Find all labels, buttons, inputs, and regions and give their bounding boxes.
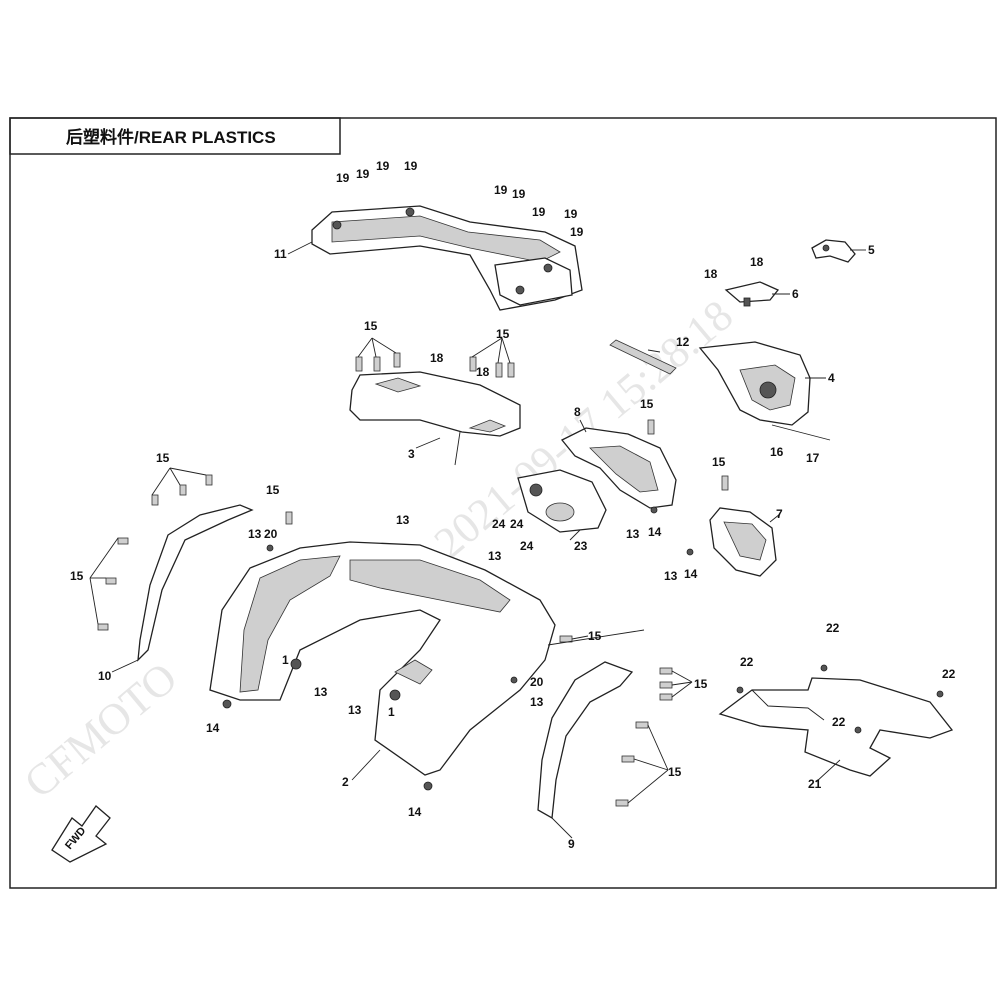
callout-15: 15 (588, 629, 602, 643)
part-strip (609, 339, 677, 375)
callout-15: 15 (694, 677, 708, 691)
callout-19: 19 (336, 171, 350, 185)
callout-19: 19 (356, 167, 370, 181)
callout-13: 13 (530, 695, 544, 709)
callout-5: 5 (868, 243, 875, 257)
callout-18: 18 (750, 255, 764, 269)
callout-15: 15 (266, 483, 280, 497)
part-tail-panel (698, 341, 831, 441)
diagram-border (9, 117, 997, 889)
callout-22: 22 (942, 667, 956, 681)
part-bracket-6 (724, 281, 780, 307)
part-cover-23 (517, 469, 607, 533)
callout-4: 4 (828, 371, 835, 385)
callout-18: 18 (704, 267, 718, 281)
callout-19: 19 (532, 205, 546, 219)
callout-3: 3 (408, 447, 415, 461)
callout-18: 18 (430, 351, 444, 365)
callout-14: 14 (648, 525, 662, 539)
callout-15: 15 (364, 319, 378, 333)
part-rear-panel (349, 371, 521, 466)
callout-13: 13 (248, 527, 262, 541)
callout-22: 22 (826, 621, 840, 635)
callout-19: 19 (512, 187, 526, 201)
callout-13: 13 (488, 549, 502, 563)
callout-19: 19 (564, 207, 578, 221)
part-inner-fender (560, 427, 677, 509)
title-box (9, 117, 341, 155)
callout-10: 10 (98, 669, 112, 683)
callout-2: 2 (342, 775, 349, 789)
callout-15: 15 (496, 327, 510, 341)
callout-14: 14 (684, 567, 698, 581)
callout-13: 13 (396, 513, 410, 527)
callout-20: 20 (530, 675, 544, 689)
part-right-mudflap (537, 661, 634, 820)
callout-24: 24 (510, 517, 524, 531)
callout-8: 8 (574, 405, 581, 419)
callout-23: 23 (574, 539, 588, 553)
part-light-housing (709, 507, 777, 577)
leader-lines (89, 241, 866, 839)
part-floor-plate (718, 677, 954, 777)
callout-22: 22 (740, 655, 754, 669)
callout-1: 1 (282, 653, 289, 667)
callout-19: 19 (376, 159, 390, 173)
callout-9: 9 (568, 837, 575, 851)
callout-19: 19 (570, 225, 584, 239)
callout-16: 16 (770, 445, 784, 459)
diagram-title: 后塑料件/REAR PLASTICS (66, 127, 276, 147)
clips-15 (97, 352, 729, 807)
fwd-arrow-icon: FWD (51, 805, 111, 863)
callout-13: 13 (626, 527, 640, 541)
callouts: 11 19 19 19 19 19 19 19 19 19 15 15 18 1… (70, 159, 956, 851)
callout-6: 6 (792, 287, 799, 301)
callout-15: 15 (640, 397, 654, 411)
callout-11: 11 (274, 247, 287, 261)
callout-20: 20 (264, 527, 278, 541)
callout-18: 18 (476, 365, 490, 379)
callout-15: 15 (70, 569, 84, 583)
callout-17: 17 (806, 451, 820, 465)
callout-13: 13 (348, 703, 362, 717)
callout-22: 22 (832, 715, 846, 729)
callout-15: 15 (156, 451, 170, 465)
callout-14: 14 (408, 805, 422, 819)
callout-12: 12 (676, 335, 690, 349)
callout-1: 1 (388, 705, 395, 719)
callout-21: 21 (808, 777, 822, 791)
part-rear-fender (209, 541, 556, 776)
callout-13: 13 (664, 569, 678, 583)
callout-24: 24 (520, 539, 534, 553)
callout-15: 15 (712, 455, 726, 469)
callout-19: 19 (494, 183, 508, 197)
callout-15: 15 (668, 765, 682, 779)
part-bracket-5 (811, 239, 856, 263)
part-left-mudflap (137, 504, 254, 662)
callout-19: 19 (404, 159, 418, 173)
callout-13: 13 (314, 685, 328, 699)
callout-7: 7 (776, 507, 783, 521)
callout-14: 14 (206, 721, 220, 735)
part-rear-rack (311, 205, 583, 311)
callout-24: 24 (492, 517, 506, 531)
fasteners (222, 506, 944, 791)
